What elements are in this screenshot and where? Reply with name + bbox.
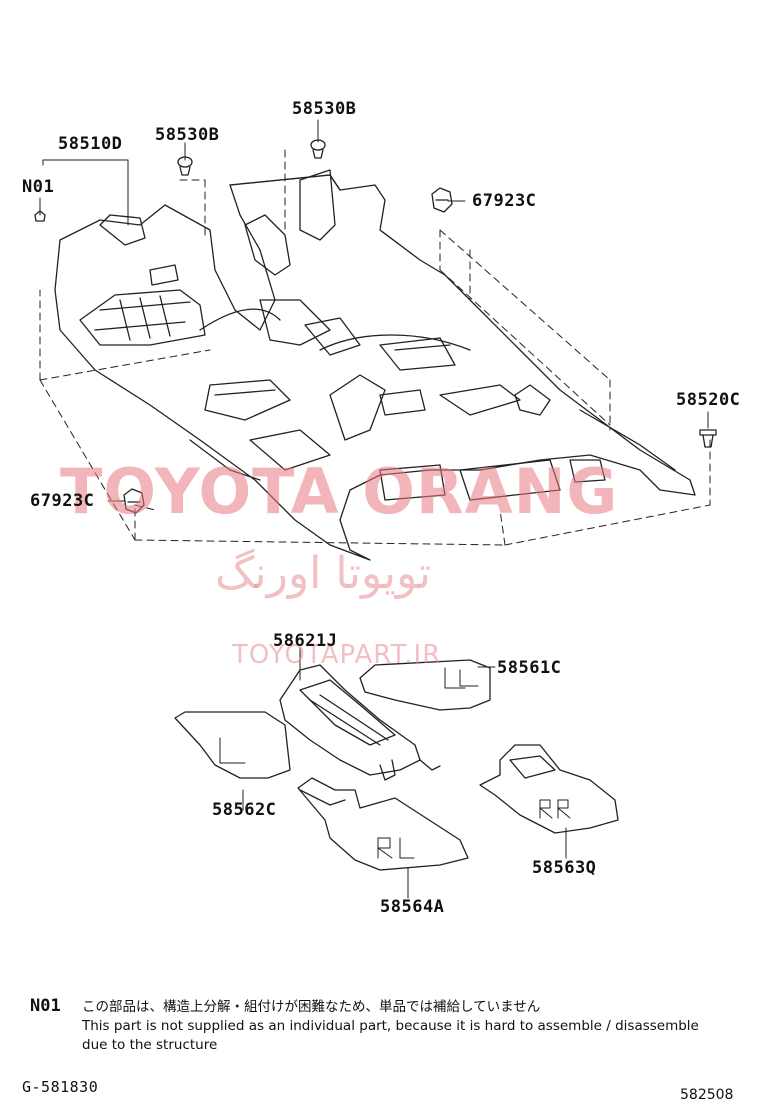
callout-67923C-right[interactable]: 67923C <box>472 191 537 211</box>
callout-58562C[interactable]: 58562C <box>212 800 277 820</box>
footnote-english-2: due to the structure <box>82 1037 218 1053</box>
footnote-english-1: This part is not supplied as an individu… <box>82 1018 699 1034</box>
watermark-site: TOYOTAPART.IR <box>232 640 442 670</box>
projection-box-lines <box>39 149 711 546</box>
mat-58562C <box>174 711 291 779</box>
footnote-japanese: この部品は、構造上分解・組付けが困難なため、単品では補給していません <box>82 999 541 1015</box>
callout-58563Q[interactable]: 58563Q <box>532 858 597 878</box>
fastener-clips <box>34 139 717 514</box>
mat-58561C <box>359 659 491 711</box>
callout-58510D[interactable]: 58510D <box>58 134 123 154</box>
leader-lines <box>39 119 709 899</box>
footnote-text: この部品は、構造上分解・組付けが困難なため、単品では補給していません This … <box>82 998 699 1055</box>
callout-58561C[interactable]: 58561C <box>497 658 562 678</box>
callout-58530B-left[interactable]: 58530B <box>155 125 220 145</box>
callout-N01[interactable]: N01 <box>22 177 55 197</box>
callout-58621J[interactable]: 58621J <box>273 631 338 651</box>
callout-58520C[interactable]: 58520C <box>676 390 741 410</box>
figure-code: G-581830 <box>22 1078 99 1096</box>
diagram-number: 582508 <box>680 1087 734 1103</box>
mat-markings <box>219 667 571 859</box>
callout-58564A[interactable]: 58564A <box>380 897 445 917</box>
callout-58530B-top[interactable]: 58530B <box>292 99 357 119</box>
mat-58564A <box>297 777 469 871</box>
main-carpet-shape <box>54 169 696 561</box>
footnote-code: N01 <box>30 996 61 1016</box>
callout-67923C-left[interactable]: 67923C <box>30 491 95 511</box>
watermark-persian: تویوتا اورنگ <box>215 548 431 599</box>
console-mat-58621J <box>279 664 441 781</box>
mat-58563Q <box>479 744 619 834</box>
watermark-brand: TOYOTA ORANG <box>60 455 619 528</box>
